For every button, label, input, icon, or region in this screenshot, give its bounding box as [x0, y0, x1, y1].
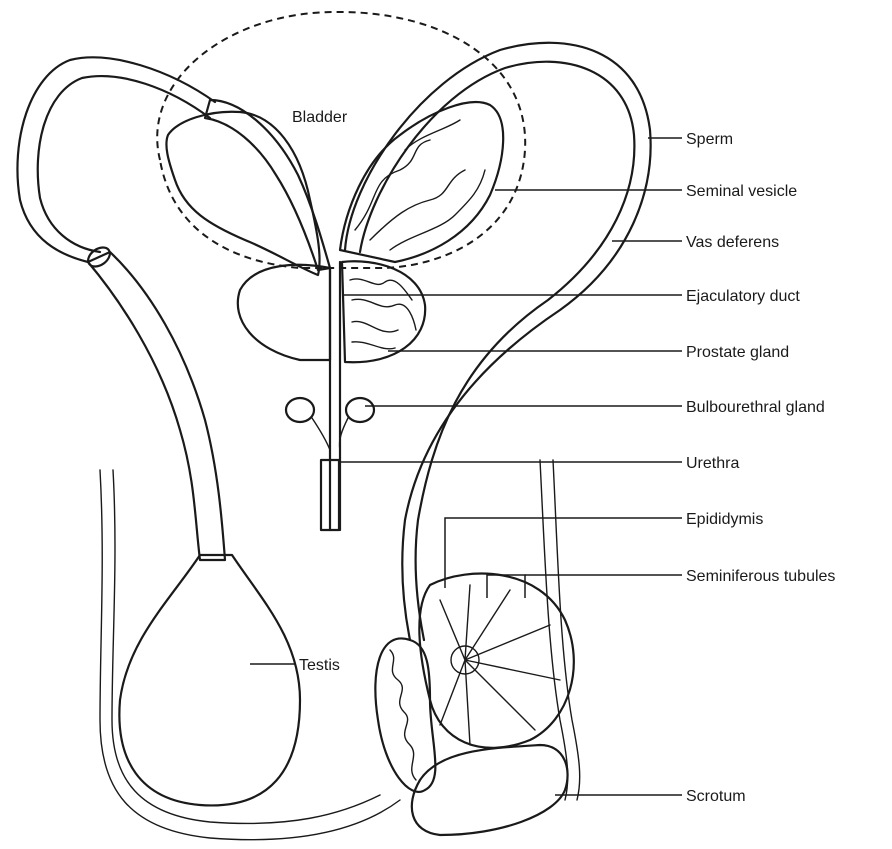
label-seminiferous-tubules: Seminiferous tubules [686, 568, 835, 585]
label-testis: Testis [299, 657, 340, 674]
left-vas-deferens [17, 57, 215, 262]
left-vas-deferens-inner [38, 76, 210, 252]
left-bulbourethral-gland [286, 398, 314, 422]
label-urethra: Urethra [686, 455, 739, 472]
label-ejaculatory-duct: Ejaculatory duct [686, 288, 800, 305]
prostate-right-lobe [342, 261, 425, 362]
label-vas-deferens: Vas deferens [686, 234, 779, 251]
right-testis-lobules [440, 585, 560, 745]
label-bulbourethral-gland: Bulbourethral gland [686, 399, 825, 416]
prostate-left-lobe [238, 265, 330, 360]
label-sperm: Sperm [686, 131, 733, 148]
leader-lines [250, 138, 682, 795]
right-bulbourethral-gland [346, 398, 374, 422]
label-prostate-gland: Prostate gland [686, 344, 789, 361]
left-spermatic-cord [88, 252, 225, 560]
right-seminal-vesicle-folds [355, 120, 485, 250]
prostate-folds [350, 279, 416, 349]
left-testis [119, 555, 300, 805]
label-epididymis: Epididymis [686, 511, 763, 528]
right-epididymis [375, 638, 435, 791]
right-testis [419, 574, 574, 748]
label-seminal-vesicle: Seminal vesicle [686, 183, 797, 200]
label-bladder: Bladder [292, 109, 348, 126]
label-scrotum: Scrotum [686, 788, 746, 805]
bladder-outline [157, 12, 525, 268]
right-epididymis-coils [390, 650, 416, 780]
